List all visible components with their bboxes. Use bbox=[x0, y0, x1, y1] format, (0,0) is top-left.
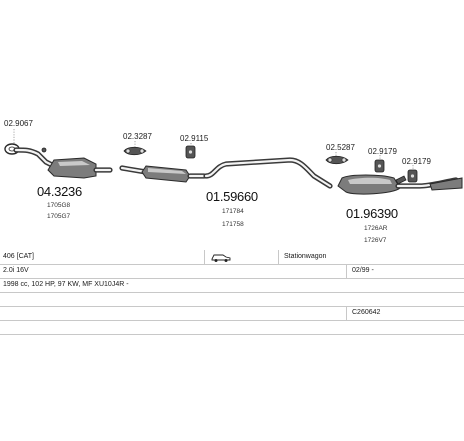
oem-ref: 1726AR bbox=[364, 225, 388, 232]
rear-silencer[interactable] bbox=[337, 174, 463, 195]
fitting-ref-label: 02.9179 bbox=[368, 147, 397, 156]
fitting-clamp-right[interactable] bbox=[325, 155, 349, 165]
catalytic-converter bbox=[47, 157, 97, 179]
fitting-rubber-rear-2[interactable] bbox=[407, 169, 418, 183]
fitting-ref-label: 02.9115 bbox=[180, 134, 209, 143]
fitting-ref-label: 02.9179 bbox=[402, 157, 431, 166]
fitting-rubber-rear-1[interactable] bbox=[374, 159, 385, 173]
sensor-boss bbox=[41, 147, 47, 153]
rear-hanger bbox=[395, 175, 407, 185]
exhaust-diagram: 02.9067 02.3287 02.9115 02.5287 02.9179 … bbox=[4, 119, 463, 244]
part-code: 01.59660 bbox=[206, 189, 258, 204]
table-row bbox=[0, 292, 464, 307]
fitting-clamp-left[interactable] bbox=[123, 146, 147, 156]
fitting-ref-label: 02.5287 bbox=[326, 143, 355, 152]
tail-pipe bbox=[429, 177, 463, 191]
part-code: 04.3236 bbox=[37, 184, 82, 199]
table-row: 1998 cc, 102 HP, 97 KW, MF XU10J4R - bbox=[0, 278, 464, 293]
fitting-rubber-middle[interactable] bbox=[185, 145, 196, 159]
table-row: 2.0i 16V 02/99 - bbox=[0, 264, 464, 279]
oem-ref: 1705G8 bbox=[47, 202, 71, 209]
front-pipe-catalyst[interactable] bbox=[4, 143, 113, 179]
engine-spec-cell: 1998 cc, 102 HP, 97 KW, MF XU10J4R - bbox=[3, 281, 129, 288]
catalog-code-cell: C260642 bbox=[352, 309, 381, 316]
table-row: 406 [CAT] Stationwagon bbox=[0, 250, 464, 265]
oem-ref: 1726V7 bbox=[364, 237, 387, 244]
model-cell: 406 [CAT] bbox=[3, 253, 34, 260]
oem-ref: 1705G7 bbox=[47, 213, 71, 220]
table-row: C260642 bbox=[0, 306, 464, 321]
part-code: 01.96390 bbox=[346, 206, 398, 221]
date-range-cell: 02/99 - bbox=[352, 267, 374, 274]
car-icon bbox=[210, 250, 234, 264]
engine-cell: 2.0i 16V bbox=[3, 267, 29, 274]
body-type-cell: Stationwagon bbox=[284, 253, 327, 260]
middle-silencer[interactable] bbox=[119, 165, 207, 183]
fitting-ref-label: 02.9067 bbox=[4, 119, 33, 128]
oem-ref: 171784 bbox=[222, 208, 244, 215]
oem-ref: 171758 bbox=[222, 221, 244, 228]
fitting-ref-label: 02.3287 bbox=[123, 132, 152, 141]
intermediate-pipe[interactable] bbox=[203, 157, 333, 189]
